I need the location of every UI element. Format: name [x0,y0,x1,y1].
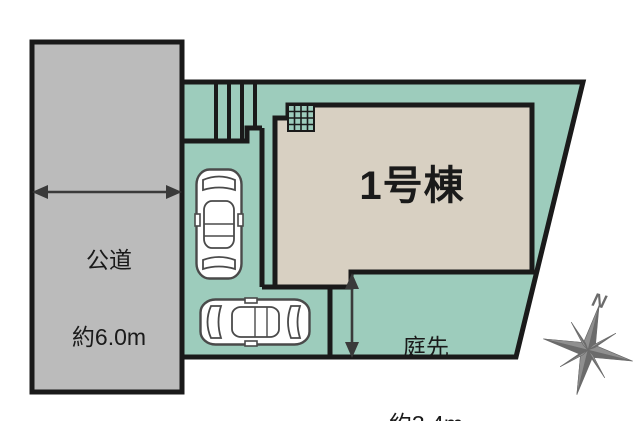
public-road-area [29,39,185,395]
building-footprint [272,102,535,290]
road-width-dimension-arrow [32,185,182,199]
car-icon-vertical [194,168,244,280]
car-icon-horizontal [199,297,311,347]
garden-depth-dimension-arrow [345,273,359,358]
parking-bay-outline [262,284,333,357]
compass-rose-icon [543,305,633,395]
stairs-icon [182,84,265,287]
tiled-porch-icon [287,104,315,132]
